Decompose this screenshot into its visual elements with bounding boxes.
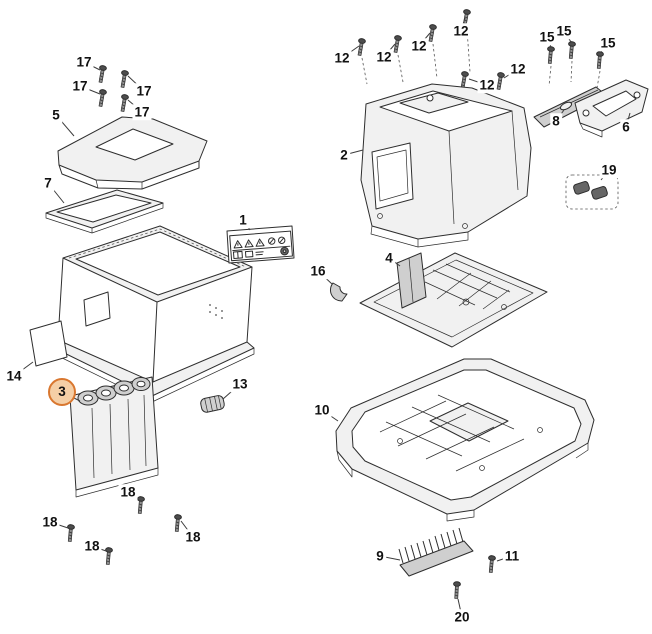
part-callout-17[interactable]: 17: [132, 104, 152, 120]
part-callout-18[interactable]: 18: [40, 514, 60, 530]
part-callout-8[interactable]: 8: [550, 113, 562, 129]
part-callout-15[interactable]: 15: [554, 23, 574, 39]
warning-symbols: [229, 230, 293, 262]
part-callout-12[interactable]: 12: [508, 61, 528, 77]
part-callout-2[interactable]: 2: [338, 147, 350, 163]
part-callout-9[interactable]: 9: [374, 548, 386, 564]
part-callout-18[interactable]: 18: [82, 538, 102, 554]
part-14-sticker: [29, 320, 68, 367]
part-callout-17[interactable]: 17: [70, 78, 90, 94]
part-callout-12[interactable]: 12: [451, 23, 471, 39]
part-callout-17[interactable]: 17: [74, 54, 94, 70]
part-callout-19[interactable]: 19: [599, 162, 619, 178]
part-callout-15[interactable]: 15: [598, 35, 618, 51]
part-callout-1[interactable]: 1: [237, 212, 249, 228]
part-callout-4[interactable]: 4: [383, 250, 395, 266]
part-1-warning-plate: [226, 225, 295, 264]
part-callout-5[interactable]: 5: [50, 107, 62, 123]
part-16-hook: [329, 282, 348, 302]
part-callout-6[interactable]: 6: [620, 119, 632, 135]
part-7-frame: [45, 189, 164, 234]
part-6-handle: [574, 79, 649, 138]
grip-texture: [209, 304, 223, 319]
part-callout-12[interactable]: 12: [374, 49, 394, 65]
part-9-comb: [398, 527, 474, 577]
part-callout-14[interactable]: 14: [4, 368, 24, 384]
part-callout-12[interactable]: 12: [477, 77, 497, 93]
part-callout-15[interactable]: 15: [537, 29, 557, 45]
part-callout-18[interactable]: 18: [118, 484, 138, 500]
part-10-base-housing: [335, 358, 595, 522]
part-callout-11[interactable]: 11: [502, 548, 522, 564]
part-callout-12[interactable]: 12: [332, 50, 352, 66]
part-callout-20[interactable]: 20: [452, 609, 472, 625]
assembly-guide-lines: [361, 28, 601, 89]
part-callout-10[interactable]: 10: [312, 402, 332, 418]
part-callout-18[interactable]: 18: [183, 529, 203, 545]
part-13-grommet: [200, 395, 225, 413]
part-3-blade-housing: [69, 376, 159, 498]
part-5-hopper-cover: [57, 116, 208, 190]
part-19-clips: [565, 174, 619, 210]
part-2-upper-housing: [360, 83, 532, 248]
part-callout-7[interactable]: 7: [42, 175, 54, 191]
part-callout-13[interactable]: 13: [230, 376, 250, 392]
part-callout-16[interactable]: 16: [308, 263, 328, 279]
part-callout-3[interactable]: 3: [48, 378, 76, 406]
part-callout-12[interactable]: 12: [409, 38, 429, 54]
part-4-chassis-plate: [359, 252, 548, 348]
part-callout-17[interactable]: 17: [134, 83, 154, 99]
